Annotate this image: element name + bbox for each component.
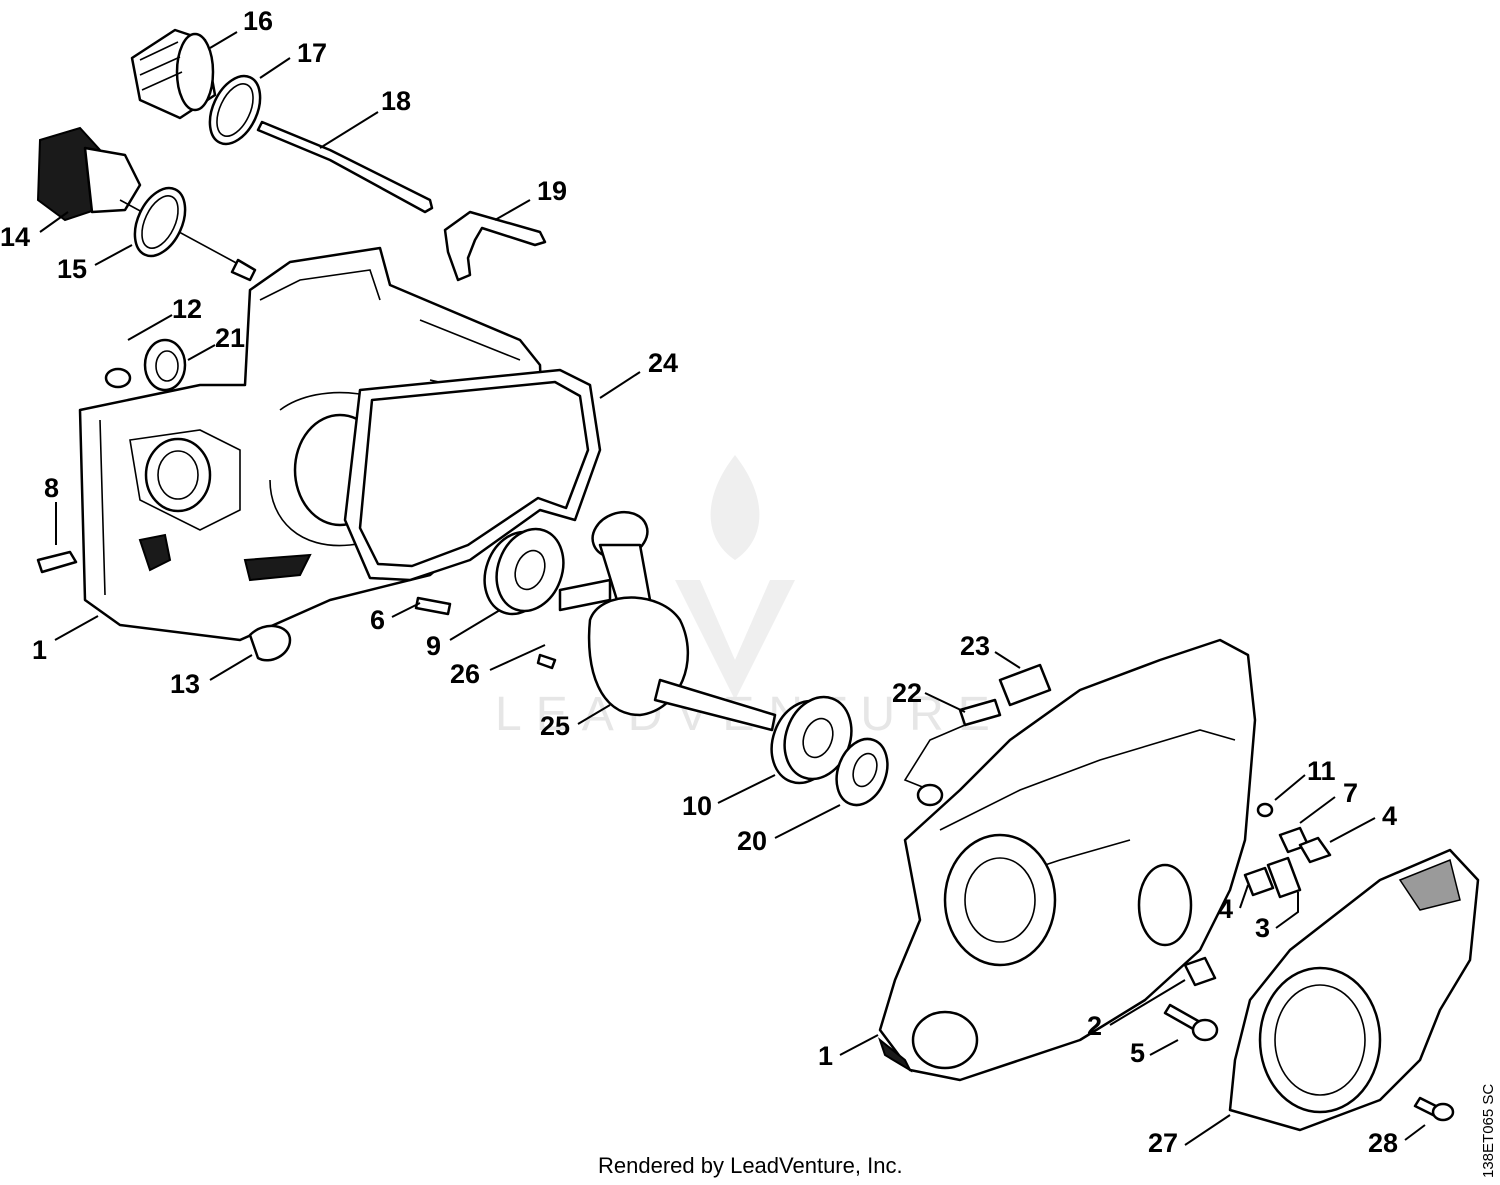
part-14-oil-pump-body — [36, 126, 257, 282]
callout-27: 27 — [1148, 1128, 1178, 1158]
callout-15: 15 — [57, 254, 87, 284]
part-27-cover — [1228, 848, 1480, 1132]
part-24-gasket — [343, 368, 602, 582]
callout-4-lower: 4 — [1218, 894, 1233, 924]
callout-3: 3 — [1255, 913, 1270, 943]
callout-17: 17 — [297, 38, 327, 68]
part-11-screw — [1256, 802, 1274, 818]
callout-6: 6 — [370, 605, 385, 635]
part-9-ball-bearing — [483, 527, 565, 616]
part-6-dowel-pin — [414, 596, 452, 616]
callout-21: 21 — [215, 323, 245, 353]
callout-19: 19 — [537, 176, 567, 206]
part-10-ball-bearing — [770, 695, 853, 785]
part-16-oil-pump — [130, 28, 217, 120]
part-26-key — [536, 653, 557, 670]
part-3-stud — [1266, 856, 1302, 899]
diagram-code: 138ET065 SC — [1480, 1084, 1497, 1178]
callout-9: 9 — [426, 631, 441, 661]
callout-4-upper: 4 — [1382, 801, 1397, 831]
callout-labels: 16 17 18 19 14 15 12 21 24 8 1 13 6 9 26… — [0, 6, 1398, 1158]
part-18-rod — [256, 120, 434, 214]
callout-24: 24 — [648, 348, 678, 378]
part-19-lever — [443, 210, 547, 282]
part-28-screw — [1413, 1096, 1455, 1122]
callout-1-left: 1 — [32, 635, 47, 665]
part-20-washer — [835, 737, 889, 807]
callout-25: 25 — [540, 711, 570, 741]
callout-28: 28 — [1368, 1128, 1398, 1158]
part-2-stud — [1183, 956, 1217, 987]
part-22-fuel-line — [903, 698, 1002, 807]
part-15-o-ring — [133, 186, 187, 258]
callout-23: 23 — [960, 631, 990, 661]
part-25-crankshaft — [558, 510, 777, 732]
callout-13: 13 — [170, 669, 200, 699]
callout-2: 2 — [1087, 1011, 1102, 1041]
callout-1-right: 1 — [818, 1041, 833, 1071]
part-17-o-ring — [208, 74, 262, 146]
part-13-buffer — [248, 624, 292, 662]
callout-8: 8 — [44, 473, 59, 503]
callout-22: 22 — [892, 678, 922, 708]
part-5-screw — [1163, 1003, 1219, 1042]
callout-11: 11 — [1307, 756, 1336, 786]
callout-20: 20 — [737, 826, 767, 856]
leader-lines — [39, 31, 1426, 1146]
callout-16: 16 — [243, 6, 273, 36]
callout-14: 14 — [0, 222, 30, 252]
part-12-plug — [104, 367, 132, 389]
footer-credit: Rendered by LeadVenture, Inc. — [598, 1153, 903, 1178]
callout-7: 7 — [1343, 778, 1358, 808]
part-4-stud-upper — [1298, 836, 1332, 864]
part-4-stud-lower — [1243, 866, 1275, 897]
callout-10: 10 — [682, 791, 712, 821]
callout-12: 12 — [172, 294, 202, 324]
part-1-crankcase-right — [877, 638, 1257, 1082]
part-8-stud — [36, 550, 78, 574]
callout-5: 5 — [1130, 1038, 1145, 1068]
part-21-oil-seal — [143, 338, 187, 392]
callout-18: 18 — [381, 86, 411, 116]
callout-26: 26 — [450, 659, 480, 689]
part-23-sleeve — [998, 663, 1052, 707]
